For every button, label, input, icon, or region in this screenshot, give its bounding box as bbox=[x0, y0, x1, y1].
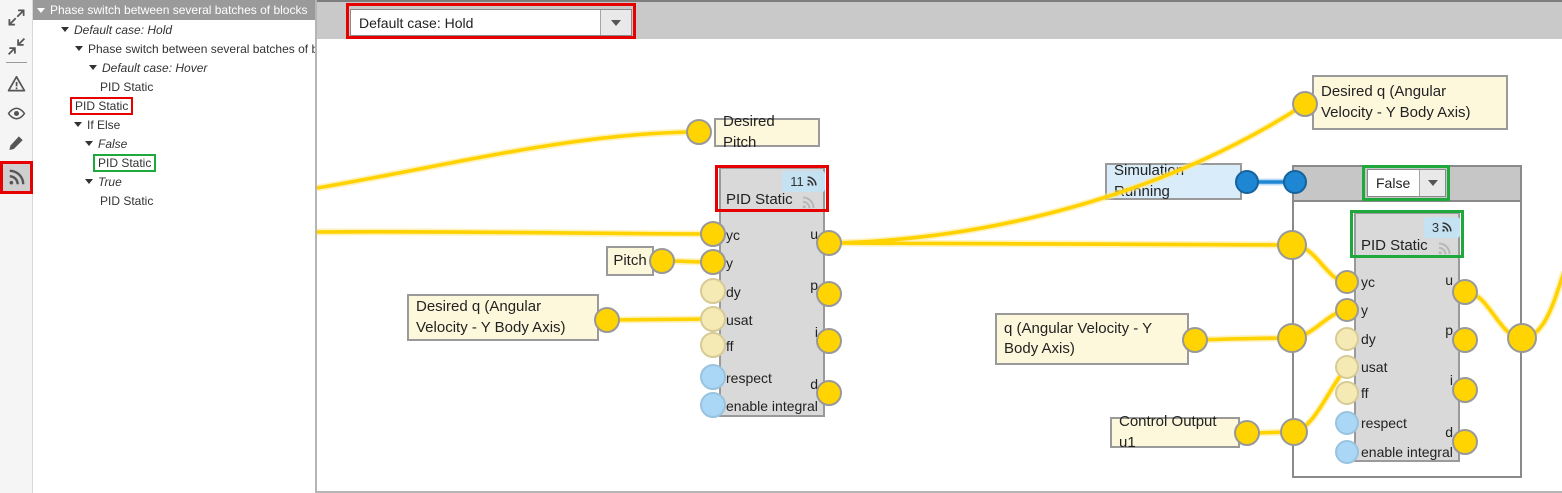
canvas-toolbar: Default case: Hold bbox=[317, 0, 1562, 39]
tree-item-pid-static-2[interactable]: PID Static bbox=[33, 96, 315, 115]
tree-item-if-else[interactable]: If Else bbox=[33, 115, 315, 134]
tree-item-true[interactable]: True bbox=[33, 172, 315, 191]
collapse-arrow-icon[interactable] bbox=[37, 7, 45, 13]
collapse-arrow-icon[interactable] bbox=[61, 27, 69, 32]
expand-icon[interactable] bbox=[3, 4, 30, 31]
signal-label-pitch[interactable]: Pitch bbox=[606, 246, 654, 276]
port-label-p: p bbox=[810, 277, 818, 293]
tree-item-label: PID Static bbox=[93, 153, 157, 172]
tree-item-label: Phase switch between several batches of … bbox=[50, 3, 308, 17]
block-title: PID Static bbox=[1361, 237, 1428, 254]
label-text: Simulation Running bbox=[1114, 162, 1185, 200]
label-text: Control Output u1 bbox=[1119, 413, 1217, 451]
rss-icon bbox=[1442, 222, 1452, 232]
port-label-y: y bbox=[726, 255, 733, 271]
port-label-dy: dy bbox=[1361, 331, 1376, 347]
case-select-dropdown[interactable]: False bbox=[1367, 169, 1446, 197]
rss-icon bbox=[807, 176, 817, 186]
port-label-yc: yc bbox=[1361, 274, 1375, 290]
collapse-arrow-icon[interactable] bbox=[74, 122, 82, 127]
case-dropdown[interactable]: Default case: Hold bbox=[350, 9, 632, 36]
port-label-usat: usat bbox=[726, 312, 753, 328]
rss-feed-icon[interactable] bbox=[0, 161, 33, 194]
tree-item-default-case-hover[interactable]: Default case: Hover bbox=[33, 58, 315, 77]
port-label-i: i bbox=[814, 324, 818, 340]
tree-item-pid-static-1[interactable]: PID Static bbox=[33, 77, 315, 96]
tool-strip bbox=[0, 0, 33, 493]
signal-label-desired-q-left[interactable]: Desired q (Angular Velocity - Y Body Axi… bbox=[407, 294, 599, 341]
port-label-enable-integral: enable integral bbox=[1361, 444, 1453, 460]
label-text: Desired Pitch bbox=[723, 113, 775, 151]
badge-count: 3 bbox=[1431, 220, 1440, 235]
case-container-header[interactable]: False bbox=[1292, 165, 1522, 202]
port-label-u: u bbox=[810, 226, 818, 242]
collapse-arrow-icon[interactable] bbox=[89, 65, 97, 70]
tree-item-default-case-hold[interactable]: Default case: Hold bbox=[33, 20, 315, 39]
signal-label-desired-pitch[interactable]: Desired Pitch bbox=[714, 113, 820, 151]
tree-item-pid-static-4[interactable]: PID Static bbox=[33, 191, 315, 210]
label-text: q (Angular Velocity - Y Body Axis) bbox=[1004, 319, 1152, 357]
signal-label-simulation-running[interactable]: Simulation Running bbox=[1105, 162, 1242, 200]
port-label-y: y bbox=[1361, 302, 1368, 318]
dropdown-button[interactable] bbox=[1419, 170, 1445, 196]
signal-label-control-output-u1[interactable]: Control Output u1 bbox=[1110, 413, 1240, 451]
subscriber-count-badge: 11 bbox=[782, 171, 825, 192]
port-label-dy: dy bbox=[726, 284, 741, 300]
port-desired-pitch bbox=[686, 119, 712, 145]
diagram-canvas[interactable]: Default case: Hold Desired Pitch Pitch D… bbox=[315, 0, 1562, 493]
signal-label-q-angular[interactable]: q (Angular Velocity - Y Body Axis) bbox=[995, 313, 1189, 365]
dropdown-button[interactable] bbox=[600, 10, 631, 35]
port-label-p: p bbox=[1445, 322, 1453, 338]
badge-count: 11 bbox=[790, 174, 804, 189]
tree-item-label: PID Static bbox=[100, 193, 154, 208]
label-text: Desired q (Angular Velocity - Y Body Axi… bbox=[416, 298, 566, 336]
tree-item-label: Default case: Hold bbox=[74, 22, 173, 37]
collapse-arrow-icon[interactable] bbox=[85, 179, 93, 184]
case-select-value: False bbox=[1376, 175, 1411, 191]
port-label-yc: yc bbox=[726, 227, 740, 243]
rss-ghost-icon bbox=[801, 196, 815, 215]
chevron-down-icon bbox=[611, 19, 621, 26]
signal-label-desired-q-top[interactable]: Desired q (Angular Velocity - Y Body Axi… bbox=[1312, 75, 1508, 130]
port-label-ff: ff bbox=[1361, 385, 1369, 401]
port-label-d: d bbox=[810, 376, 818, 392]
tree-item-label: True bbox=[98, 174, 122, 189]
tree-item-label: Phase switch between several batches of … bbox=[88, 41, 315, 56]
collapse-arrow-icon[interactable] bbox=[85, 141, 93, 146]
tree-item-phase-switch[interactable]: Phase switch between several batches of … bbox=[33, 39, 315, 58]
rss-ghost-icon bbox=[1437, 242, 1451, 261]
pid-static-block-1[interactable]: PID Static yc y dy usat ff respect enabl… bbox=[719, 167, 825, 417]
label-text: Desired q (Angular Velocity - Y Body Axi… bbox=[1321, 83, 1471, 121]
port-label-respect: respect bbox=[1361, 415, 1407, 431]
port-label-ff: ff bbox=[726, 338, 734, 354]
tree-item-label: PID Static bbox=[100, 79, 154, 94]
tree-item-label: Default case: Hover bbox=[102, 60, 208, 75]
chevron-down-icon bbox=[1427, 180, 1438, 186]
port-label-usat: usat bbox=[1361, 359, 1388, 375]
case-dropdown-value: Default case: Hold bbox=[359, 14, 474, 31]
divider bbox=[6, 62, 27, 63]
port-label-u: u bbox=[1445, 272, 1453, 288]
pencil-icon[interactable] bbox=[3, 129, 30, 156]
tree-item-pid-static-3[interactable]: PID Static bbox=[33, 153, 315, 172]
block-title: PID Static bbox=[726, 191, 793, 208]
tree-item-label: False bbox=[98, 136, 128, 151]
label-text: Pitch bbox=[613, 251, 647, 269]
tree-item-label: If Else bbox=[87, 117, 121, 132]
warning-icon[interactable] bbox=[3, 70, 30, 97]
eye-icon[interactable] bbox=[3, 100, 30, 127]
port-label-i: i bbox=[1449, 372, 1453, 388]
tree-item-label: PID Static bbox=[70, 96, 134, 115]
port-label-d: d bbox=[1445, 424, 1453, 440]
port-label-enable-integral: enable integral bbox=[726, 398, 818, 414]
subscriber-count-badge: 3 bbox=[1424, 217, 1460, 238]
port-label-respect: respect bbox=[726, 370, 772, 386]
tree-item-root[interactable]: Phase switch between several batches of … bbox=[33, 0, 315, 20]
hierarchy-tree: Phase switch between several batches of … bbox=[33, 0, 315, 493]
collapse-icon[interactable] bbox=[3, 33, 30, 60]
tree-item-false[interactable]: False bbox=[33, 134, 315, 153]
collapse-arrow-icon[interactable] bbox=[75, 46, 83, 51]
